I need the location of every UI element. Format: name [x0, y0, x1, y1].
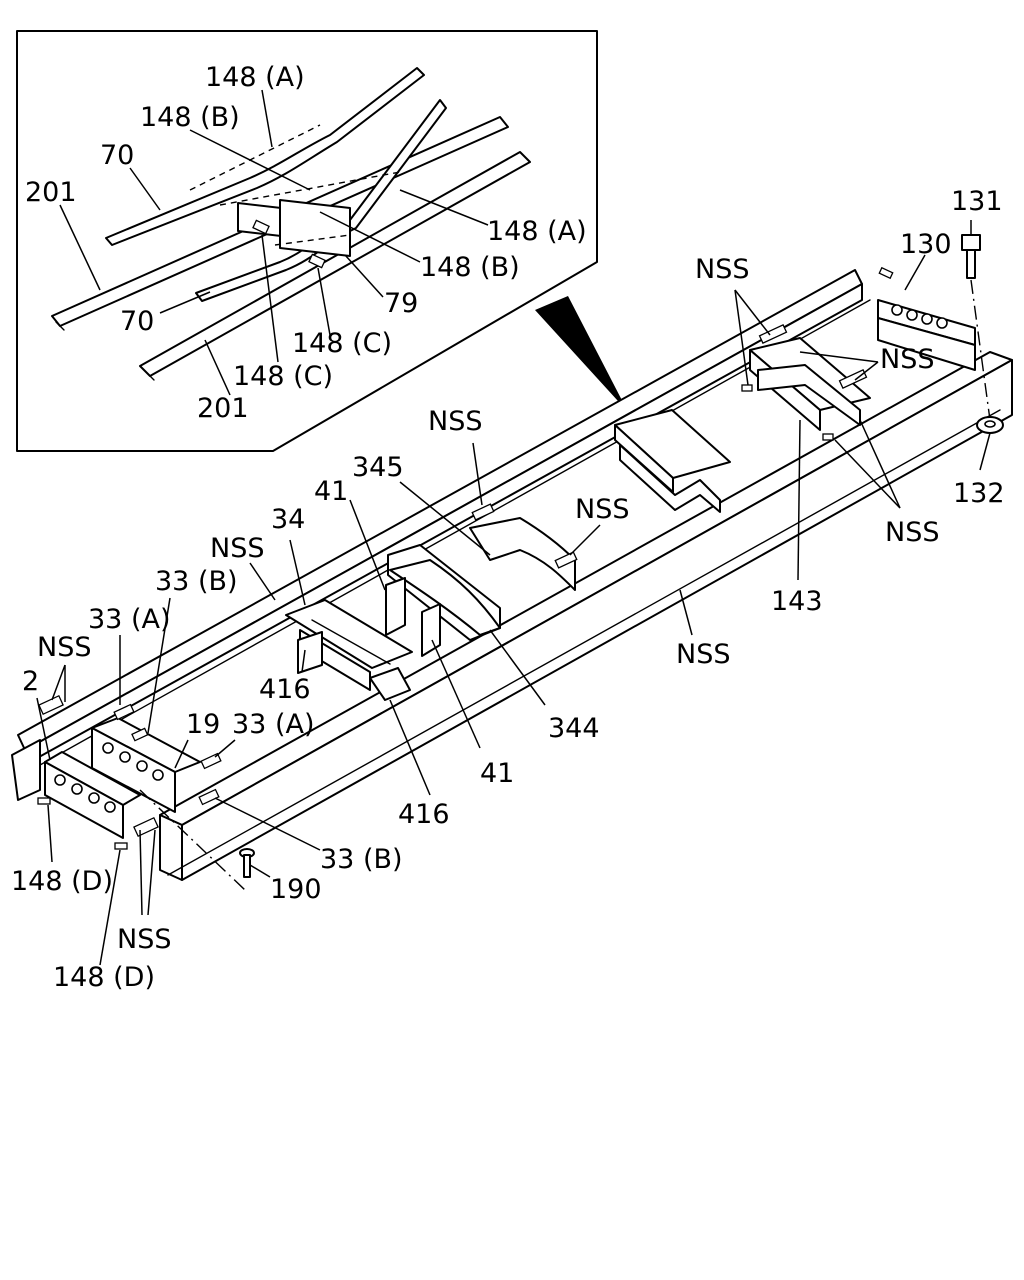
label-190: 190 — [270, 874, 322, 905]
bolt-131 — [961, 234, 991, 421]
label-nss-rear-top: NSS — [695, 254, 749, 285]
label-79: 79 — [384, 288, 418, 319]
bracket-416-lower — [369, 667, 411, 701]
main-leaders — [36, 220, 991, 966]
rail-201-lower — [139, 151, 531, 381]
label-201-top: 201 — [25, 177, 77, 208]
label-nss-rail-low: NSS — [676, 639, 730, 670]
detail-inset: 148 (A) 148 (B) 70 201 148 (A) 148 (B) 7… — [16, 30, 598, 452]
label-nss-rear-low: NSS — [885, 517, 939, 548]
shim-33b-top — [131, 727, 149, 742]
crossmember-130 — [877, 266, 976, 371]
label-41-top: 41 — [314, 476, 348, 507]
label-nss-front: NSS — [37, 632, 91, 663]
main-frame — [11, 234, 1013, 891]
shim-33a-mid — [200, 752, 222, 770]
shim-148d-bottom — [114, 842, 128, 850]
inset-border — [16, 30, 598, 452]
label-33b-top: 33 (B) — [155, 566, 238, 597]
label-nss-rear-right: NSS — [880, 344, 934, 375]
label-131: 131 — [951, 186, 1003, 217]
label-345: 345 — [352, 452, 404, 483]
inset-shim-148c-b — [308, 253, 326, 269]
label-201-bottom: 201 — [197, 393, 249, 424]
label-132: 132 — [953, 478, 1005, 509]
shim-33a-top — [113, 703, 135, 721]
label-70-bottom: 70 — [120, 306, 154, 337]
label-344: 344 — [548, 713, 600, 744]
label-148c-low: 148 (C) — [233, 361, 333, 392]
label-143: 143 — [771, 586, 823, 617]
bracket-41-upper — [385, 577, 406, 636]
shim-148d-left — [37, 797, 51, 805]
pin-190 — [139, 789, 255, 891]
crossmember-detail — [614, 409, 731, 513]
label-33a-mid: 33 (A) — [232, 709, 314, 740]
shim-nss-front — [38, 694, 64, 716]
bracket-416-upper — [297, 631, 323, 674]
inset-shim-148c-a — [252, 219, 270, 235]
label-33b-low: 33 (B) — [320, 844, 403, 875]
label-416-top: 416 — [259, 674, 311, 705]
inset-crossmember-web — [279, 199, 351, 257]
crossmember-19 — [91, 717, 201, 813]
label-148b-right: 148 (B) — [420, 252, 520, 283]
label-148c-mid: 148 (C) — [292, 328, 392, 359]
label-148d-bottom: 148 (D) — [53, 962, 155, 993]
rail-70-upper — [105, 67, 425, 246]
label-70-top: 70 — [100, 140, 134, 171]
label-41-low: 41 — [480, 758, 514, 789]
crossmember-2 — [44, 751, 141, 839]
label-19: 19 — [186, 709, 220, 740]
label-148b-top: 148 (B) — [140, 102, 240, 133]
label-148a-right: 148 (A) — [487, 216, 587, 247]
label-416-low: 416 — [398, 799, 450, 830]
crossmember-344-345 — [387, 503, 578, 641]
label-nss-345: NSS — [428, 406, 482, 437]
rail-front-end — [11, 739, 41, 801]
label-nss-left-rail: NSS — [210, 533, 264, 564]
main-labels: 131 130 NSS NSS 132 NSS 143 NSS 345 NSS … — [11, 186, 1005, 993]
label-33a-top: 33 (A) — [88, 604, 170, 635]
bracket-41-lower — [421, 603, 441, 657]
label-148d-left: 148 (D) — [11, 866, 113, 897]
detail-pointer — [535, 296, 628, 412]
label-130: 130 — [900, 229, 952, 260]
nut-132 — [976, 416, 1004, 434]
label-nss-bottom: NSS — [117, 924, 171, 955]
crossmember-143 — [741, 324, 871, 441]
label-34: 34 — [271, 504, 305, 535]
shim-33b-low — [198, 788, 220, 806]
label-2: 2 — [22, 666, 39, 697]
label-148a-top: 148 (A) — [205, 62, 305, 93]
label-nss-center: NSS — [575, 494, 629, 525]
